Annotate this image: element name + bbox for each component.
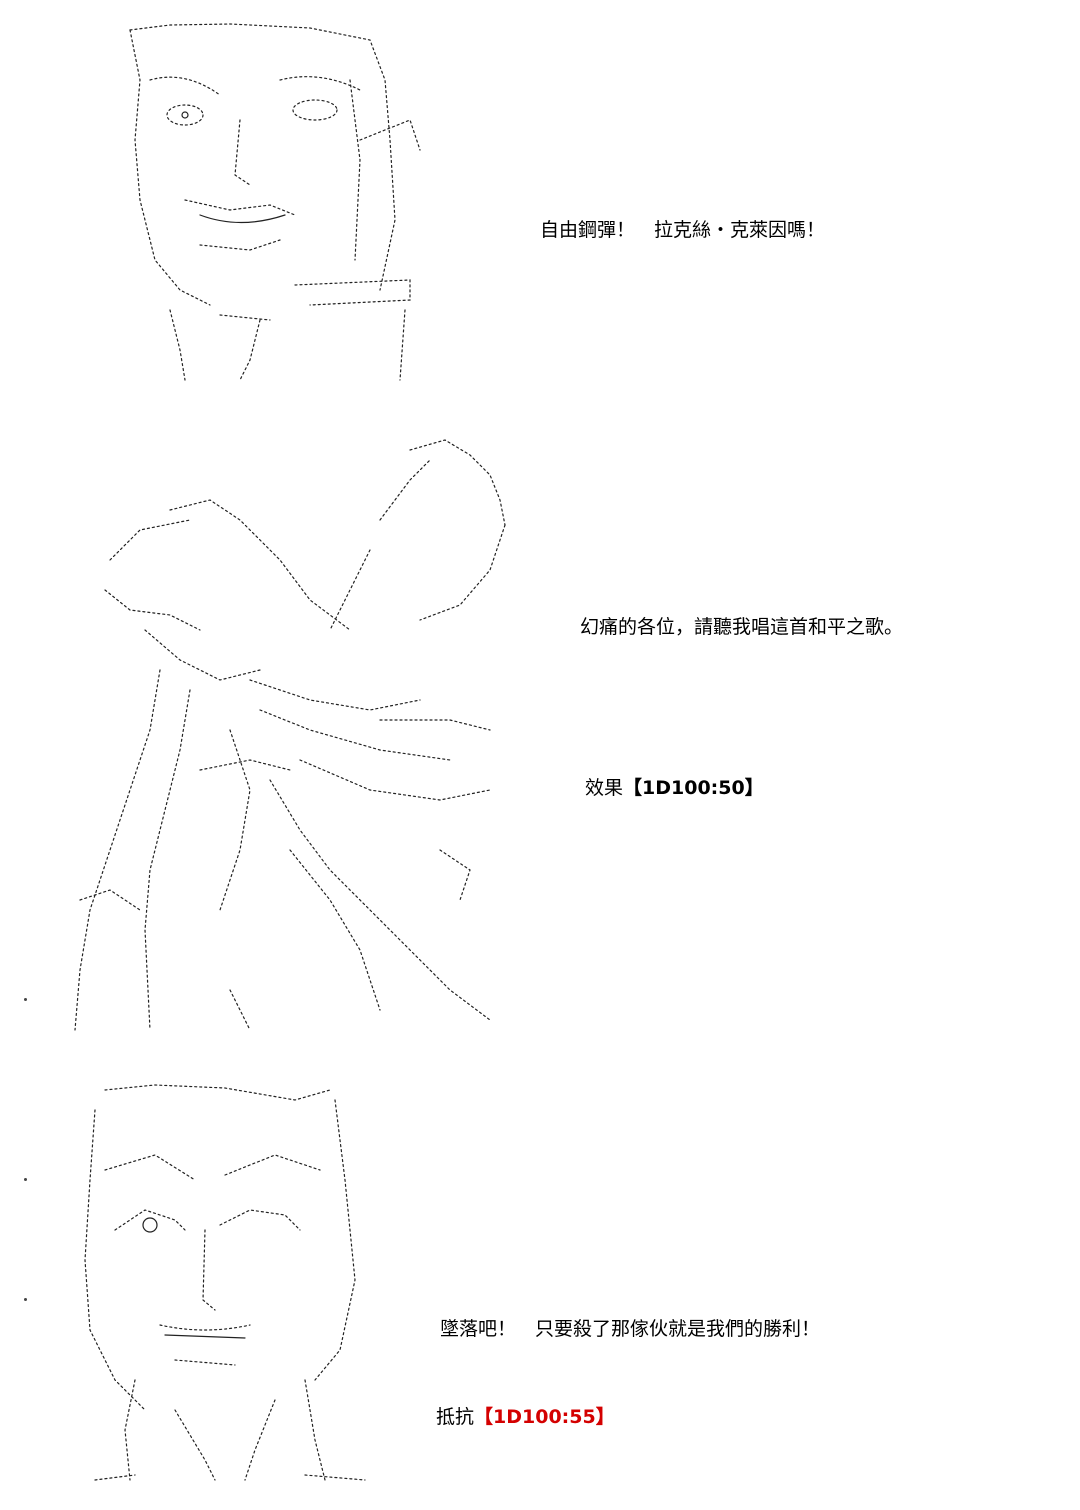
panel-2: 幻痛的各位，請聽我唱這首和平之歌。 效果【1D100:50】: [0, 420, 1080, 1040]
stray-mark: [24, 1178, 27, 1181]
resist-label: 抵抗: [436, 1406, 475, 1428]
stray-mark: [24, 998, 27, 1001]
effect-label: 效果: [585, 777, 624, 799]
stray-mark: [24, 1298, 27, 1301]
ascii-art-character-angry-face-icon: [75, 1080, 375, 1490]
panel-3: 墜落吧！ 只要殺了那傢伙就是我們的勝利！ 抵抗【1D100:55】: [0, 1075, 1080, 1495]
dialogue-line: 墜落吧！ 只要殺了那傢伙就是我們的勝利！: [440, 1318, 821, 1340]
dialogue-line: 幻痛的各位，請聽我唱這首和平之歌。: [580, 616, 904, 638]
ascii-art-character-face-icon: [110, 20, 440, 390]
effect-dice-roll: 【1D100:50】: [623, 777, 764, 799]
resist-roll-line: 抵抗【1D100:55】: [436, 1408, 615, 1427]
dialogue-line: 自由鋼彈！ 拉克絲・克萊因嗎！: [540, 219, 826, 241]
ascii-art-character-singing-icon: [50, 430, 510, 1040]
resist-dice-roll: 【1D100:55】: [474, 1406, 615, 1428]
panel-1: 自由鋼彈！ 拉克絲・克萊因嗎！: [0, 0, 1080, 400]
effect-roll-line: 效果【1D100:50】: [585, 779, 764, 798]
